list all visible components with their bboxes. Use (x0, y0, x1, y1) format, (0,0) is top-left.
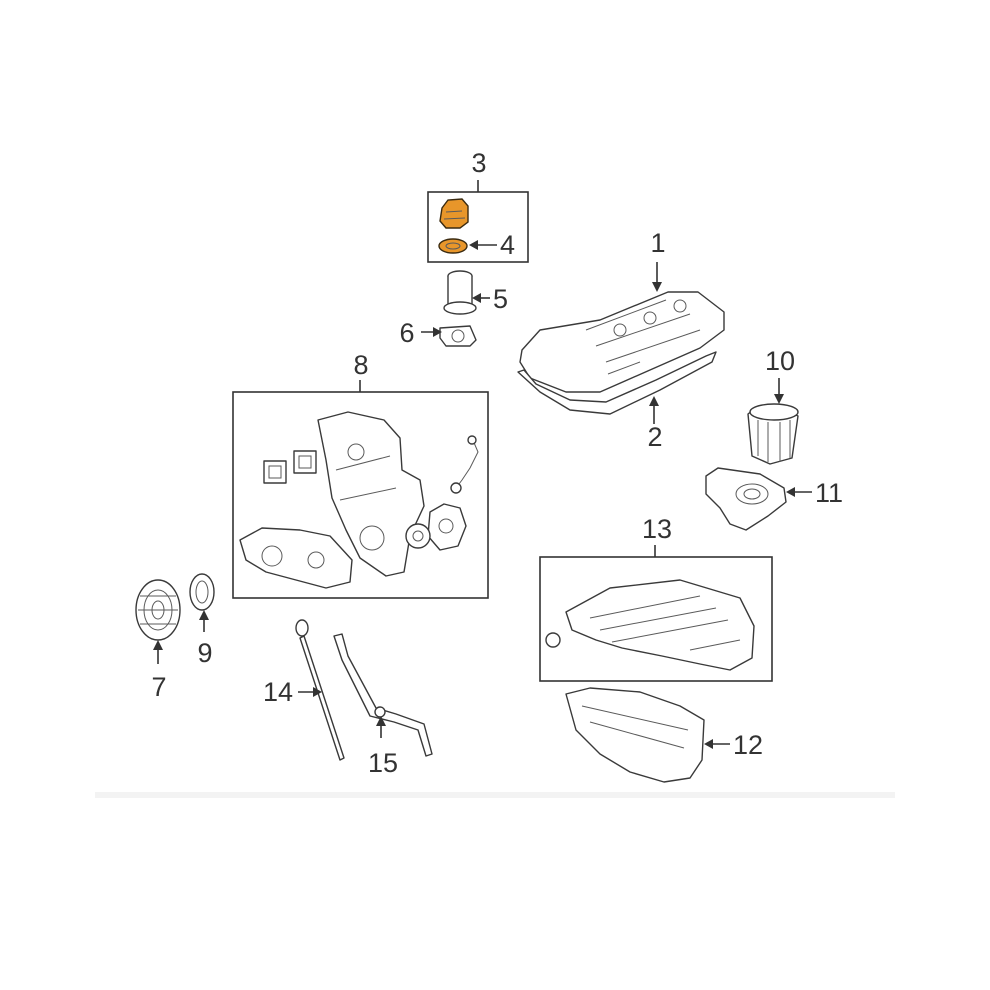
filter-housing[interactable] (705, 467, 787, 531)
valve-cover[interactable] (519, 291, 725, 393)
oil-cap[interactable] (439, 198, 469, 229)
valve-cover-gasket[interactable] (517, 351, 717, 415)
callout-2: 2 (647, 422, 662, 452)
part-8-timing-cover-group[interactable] (232, 380, 489, 599)
lower-oil-pan[interactable] (565, 687, 705, 783)
part-5-filler-pipe[interactable] (443, 270, 490, 315)
callout-3: 3 (471, 148, 486, 178)
part-4-cap-gasket[interactable] (438, 238, 497, 254)
callout-14: 14 (263, 677, 293, 707)
crank-seal[interactable] (189, 573, 215, 611)
part-9-crank-seal[interactable] (189, 573, 215, 632)
callout-13: 13 (642, 514, 672, 544)
water-pump[interactable] (239, 527, 353, 589)
part-10-oil-filter[interactable] (747, 378, 799, 465)
callout-1: 1 (650, 228, 665, 258)
part-15-dipstick-tube[interactable] (333, 633, 433, 757)
callout-15: 15 (368, 748, 398, 778)
ground-shadow (95, 792, 895, 798)
part-2-valve-cover-gasket[interactable] (517, 351, 717, 424)
part-14-dipstick[interactable] (295, 619, 345, 761)
callout-8: 8 (353, 350, 368, 380)
part-6-filler-gasket[interactable] (421, 325, 477, 347)
callout-11: 11 (815, 478, 843, 508)
upper-oil-pan[interactable] (565, 579, 755, 671)
callout-box-13 (539, 556, 773, 682)
part-3-oil-filler-cap[interactable] (427, 180, 529, 263)
part-1-valve-cover[interactable] (519, 262, 725, 393)
callout-10: 10 (765, 346, 795, 376)
part-11-filter-housing[interactable] (705, 467, 812, 531)
dipstick-tube[interactable] (333, 633, 433, 757)
callout-5: 5 (493, 284, 508, 314)
part-7-crank-pulley[interactable] (135, 579, 181, 664)
callout-6: 6 (399, 318, 414, 348)
part-13-upper-oil-pan[interactable] (539, 545, 773, 682)
drain-plug[interactable] (545, 632, 561, 648)
callout-4: 4 (500, 230, 515, 260)
part-12-lower-oil-pan[interactable] (565, 687, 730, 783)
dipstick[interactable] (299, 635, 345, 761)
callout-7: 7 (151, 672, 166, 702)
callout-9: 9 (197, 638, 212, 668)
cap-gasket[interactable] (438, 238, 468, 254)
callout-12: 12 (733, 730, 763, 760)
